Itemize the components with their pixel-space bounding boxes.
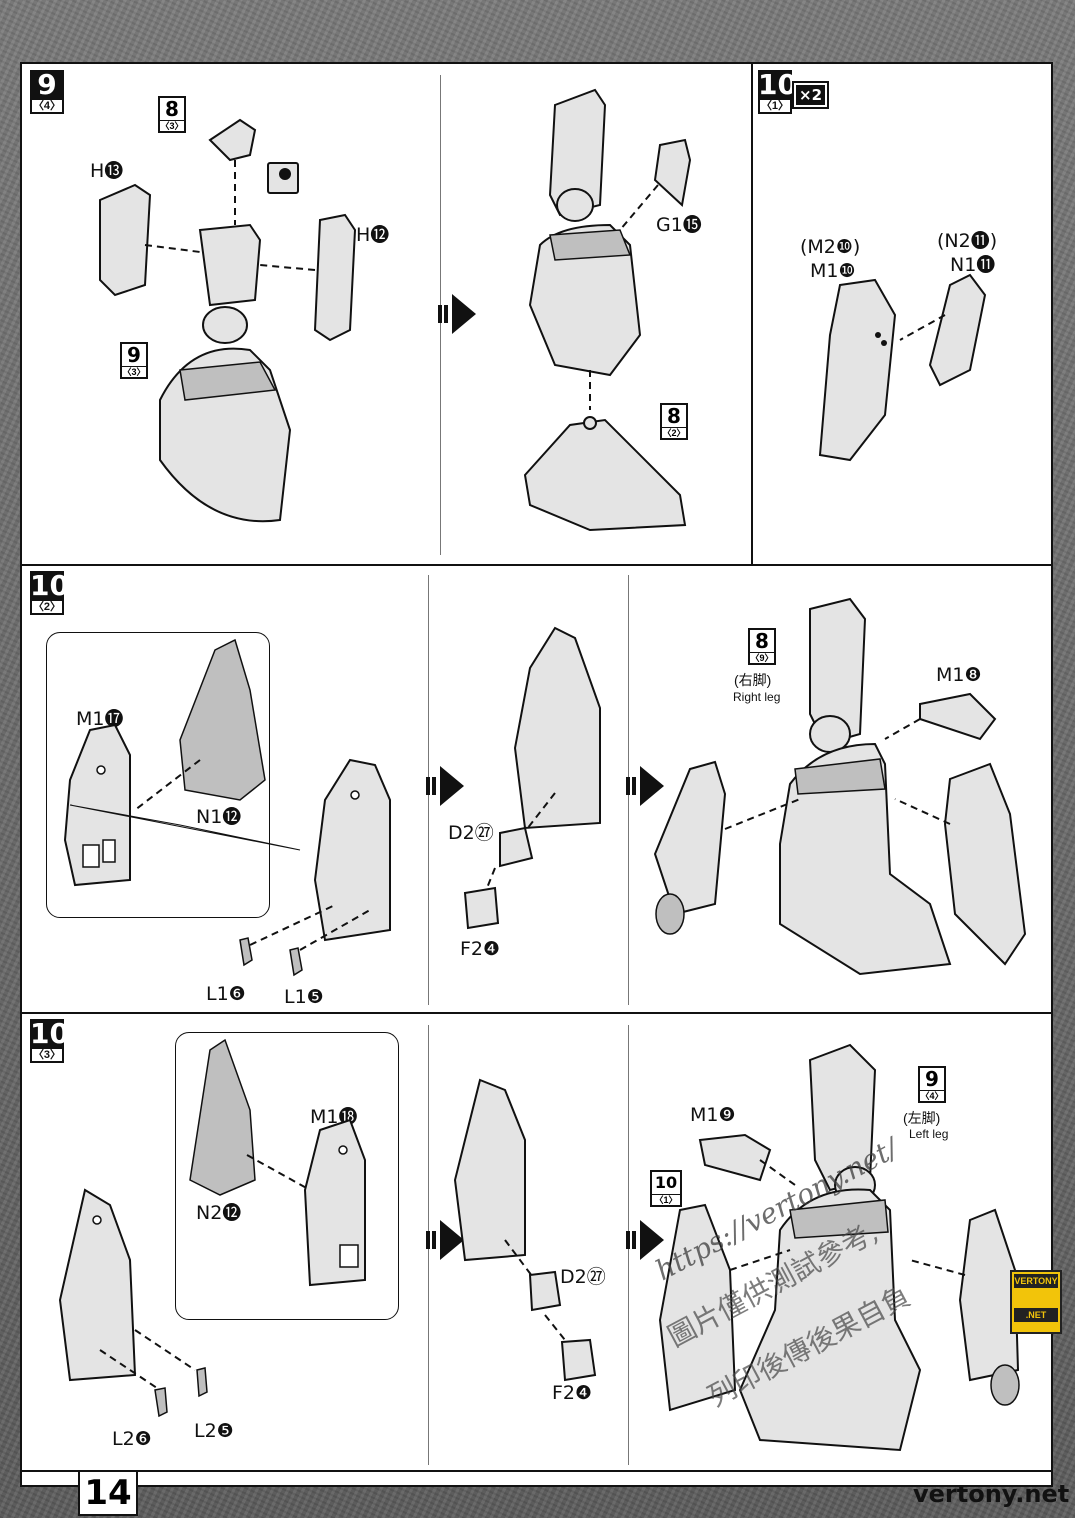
step-substep: 〈3〉 (32, 1049, 62, 1061)
multiplier-badge: ×2 (791, 81, 830, 109)
part-label-L15: L1❺ (284, 986, 324, 1008)
ref-number: 9 (925, 1067, 939, 1091)
step-9-left-drawing (99, 118, 357, 523)
step-10-2-callout-drawing (63, 638, 266, 887)
ref-step-10-1: 10 〈1〉 (650, 1170, 682, 1207)
ref-substep: 〈3〉 (122, 366, 146, 377)
step-10-2-badge: 10 〈2〉 (30, 569, 69, 615)
ref-number: 10 (654, 1173, 678, 1192)
step-10-3-leg-drawing (658, 1043, 1020, 1452)
part-label-L25: L2❺ (194, 1420, 234, 1442)
part-label-M19: M1❾ (690, 1104, 736, 1126)
step-10-2-thruster-drawing (463, 626, 601, 930)
step-substep: 〈4〉 (32, 100, 62, 112)
step-10-3-callout-drawing (189, 1038, 366, 1287)
part-label-N112: N1⓬ (196, 806, 242, 828)
ref-number: 8 (755, 629, 769, 653)
ref-number: 8 (667, 404, 681, 428)
right-leg-en-label: Right leg (733, 690, 781, 704)
right-leg-cn-label: (右脚) (734, 672, 772, 688)
page-number: 14 (78, 1470, 138, 1516)
step-10-1-badge: 10 〈1〉 (758, 68, 797, 114)
ref-substep: 〈9〉 (750, 652, 774, 663)
step-9-right-drawing (523, 88, 692, 532)
part-label-M210: (M2❿) (800, 236, 861, 258)
ref-step-8-2: 8 〈2〉 (660, 403, 688, 440)
ref-step-9-3: 9 〈3〉 (120, 342, 148, 379)
flow-arrow (438, 294, 476, 334)
ref-substep: 〈3〉 (160, 120, 184, 131)
step-10-3-badge: 10 〈3〉 (30, 1017, 69, 1063)
step-number: 10 (758, 68, 797, 101)
step-number: 10 (30, 1017, 69, 1050)
part-label-N111: N1⓫ (950, 254, 996, 276)
part-label-N211: (N2⓫) (937, 230, 998, 252)
part-label-F24b: F2❹ (552, 1382, 593, 1404)
panel-step-10-1 (751, 62, 1053, 566)
ref-step-8-9: 8 〈9〉 (748, 628, 776, 665)
ref-step-9-4: 9 〈4〉 (918, 1066, 946, 1103)
part-label-F24a: F2❹ (460, 938, 501, 960)
part-label-D227a: D2㉗ (448, 822, 494, 844)
part-label-M110: M1❿ (810, 260, 856, 282)
part-label-M117: M1⓱ (76, 708, 124, 730)
part-label-H12: H⓬ (356, 224, 390, 246)
part-label-L26: L2❻ (112, 1428, 152, 1450)
step-number: 9 (37, 68, 57, 101)
part-label-L16: L1❻ (206, 983, 246, 1005)
ref-number: 9 (127, 343, 141, 367)
site-url: vertony.net (913, 1480, 1070, 1508)
step-10-3-thruster-drawing (453, 1078, 597, 1382)
ref-substep: 〈4〉 (920, 1090, 944, 1101)
ref-substep: 〈2〉 (662, 427, 686, 438)
ref-substep: 〈1〉 (652, 1194, 680, 1205)
step-10-2-assembled-part (69, 758, 391, 977)
flow-arrow (426, 766, 464, 806)
flow-arrow (626, 766, 664, 806)
step-10-2-leg-drawing (653, 597, 1027, 976)
badge-top-text: VERTONY (1014, 1274, 1058, 1288)
part-label-D227b: D2㉗ (560, 1266, 606, 1288)
step-number: 10 (30, 569, 69, 602)
vertony-logo-badge: VERTONY .NET (1010, 1270, 1062, 1334)
step-9-badge: 9 〈4〉 (30, 70, 64, 114)
ref-step-8-3: 8 〈3〉 (158, 96, 186, 133)
part-label-H13: H⓭ (90, 160, 124, 182)
left-leg-cn-label: (左脚) (903, 1110, 941, 1126)
step-substep: 〈2〉 (32, 601, 62, 613)
flow-arrow (626, 1220, 664, 1260)
left-leg-en-label: Left leg (909, 1127, 949, 1141)
step-10-3-assembled-part (58, 1188, 208, 1418)
ref-number: 8 (165, 97, 179, 121)
part-label-N212: N2⓬ (196, 1202, 242, 1224)
badge-bottom-text: .NET (1014, 1308, 1058, 1322)
part-label-G115: G1⓯ (656, 214, 702, 236)
part-label-M18: M1❽ (936, 664, 982, 686)
step-10-1-drawing (818, 273, 987, 462)
step-substep: 〈1〉 (760, 100, 790, 112)
